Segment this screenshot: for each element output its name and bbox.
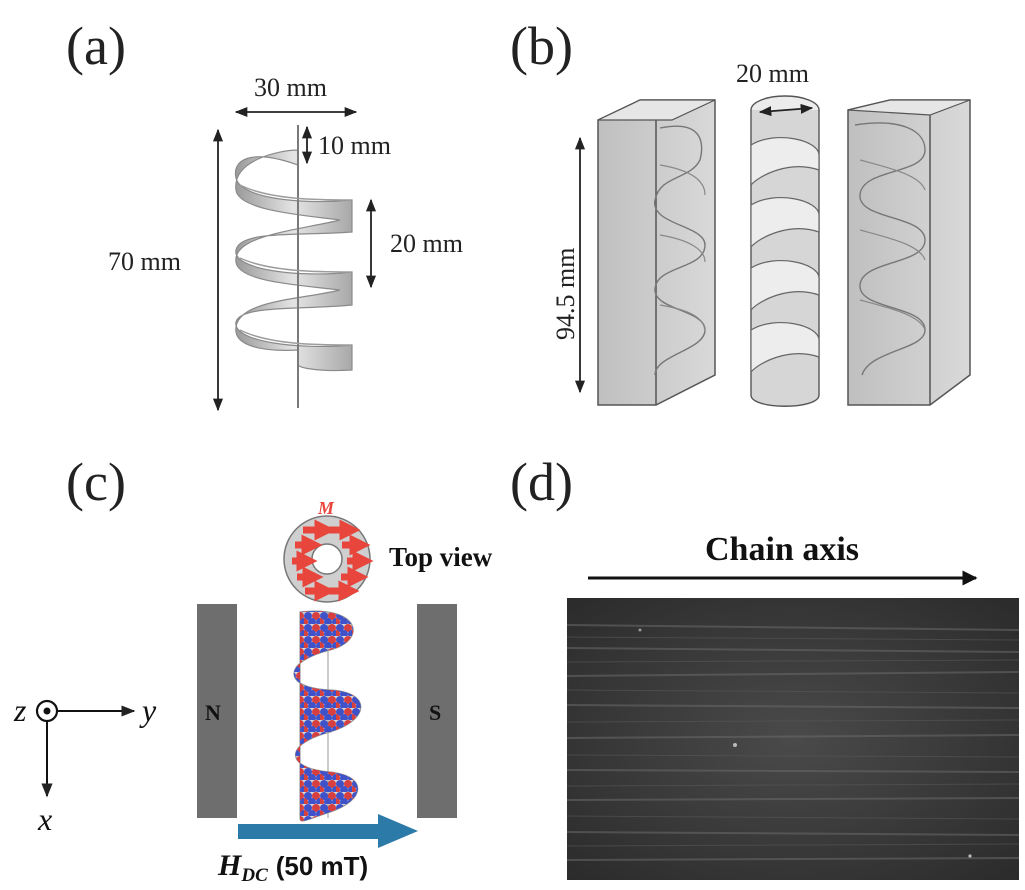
magnetization-arrows xyxy=(292,519,374,602)
dim-width-text: 30 mm xyxy=(254,73,327,102)
panel-b-label: (b) xyxy=(510,16,573,76)
pole-south xyxy=(417,604,457,818)
dim-height-text: 70 mm xyxy=(108,247,181,276)
panel-d: (d) Chain axis xyxy=(510,452,1020,880)
dim-pitch-text: 20 mm xyxy=(390,229,463,258)
helix-with-particles xyxy=(293,610,362,822)
panel-c-label: (c) xyxy=(66,452,126,512)
helix-spring xyxy=(234,125,353,408)
pole-north-label: N xyxy=(205,700,221,725)
dim-top-text: 10 mm xyxy=(318,131,391,160)
field-arrow xyxy=(238,814,418,848)
field-label: HDC (50 mT) xyxy=(217,849,368,886)
pole-north xyxy=(197,604,237,818)
top-view-label: Top view xyxy=(389,542,493,572)
top-view-ring: M xyxy=(283,498,374,603)
mold-core xyxy=(750,95,820,407)
dim-diameter-text: 20 mm xyxy=(736,59,809,88)
axis-z-label: z xyxy=(13,692,27,728)
mold-left xyxy=(597,99,716,406)
field-subscript: DC xyxy=(240,865,268,886)
panel-a-label: (a) xyxy=(66,16,126,76)
axis-x-label: x xyxy=(37,801,52,837)
panel-d-label: (d) xyxy=(510,452,573,512)
coordinate-axes: z y x xyxy=(13,692,157,837)
pole-south-label: S xyxy=(429,700,441,725)
chain-axis-label: Chain axis xyxy=(705,531,859,568)
helix-shading xyxy=(239,184,353,346)
axis-y-label: y xyxy=(139,692,157,728)
micrograph-image xyxy=(566,598,1020,880)
dim-diameter-line xyxy=(758,103,814,117)
helix-body xyxy=(234,125,353,408)
panel-c: (c) M Top view N S xyxy=(13,452,493,886)
field-value: (50 mT) xyxy=(276,851,368,881)
mold-right xyxy=(847,99,971,406)
panel-a: (a) 30 mm 10 mm 20 mm 70 mm xyxy=(66,16,463,412)
field-symbol: H xyxy=(217,849,243,882)
panel-b: (b) 20 mm 94.5 mm xyxy=(510,16,971,407)
magnetization-label: M xyxy=(317,498,335,518)
dim-b-height-text: 94.5 mm xyxy=(551,248,580,340)
